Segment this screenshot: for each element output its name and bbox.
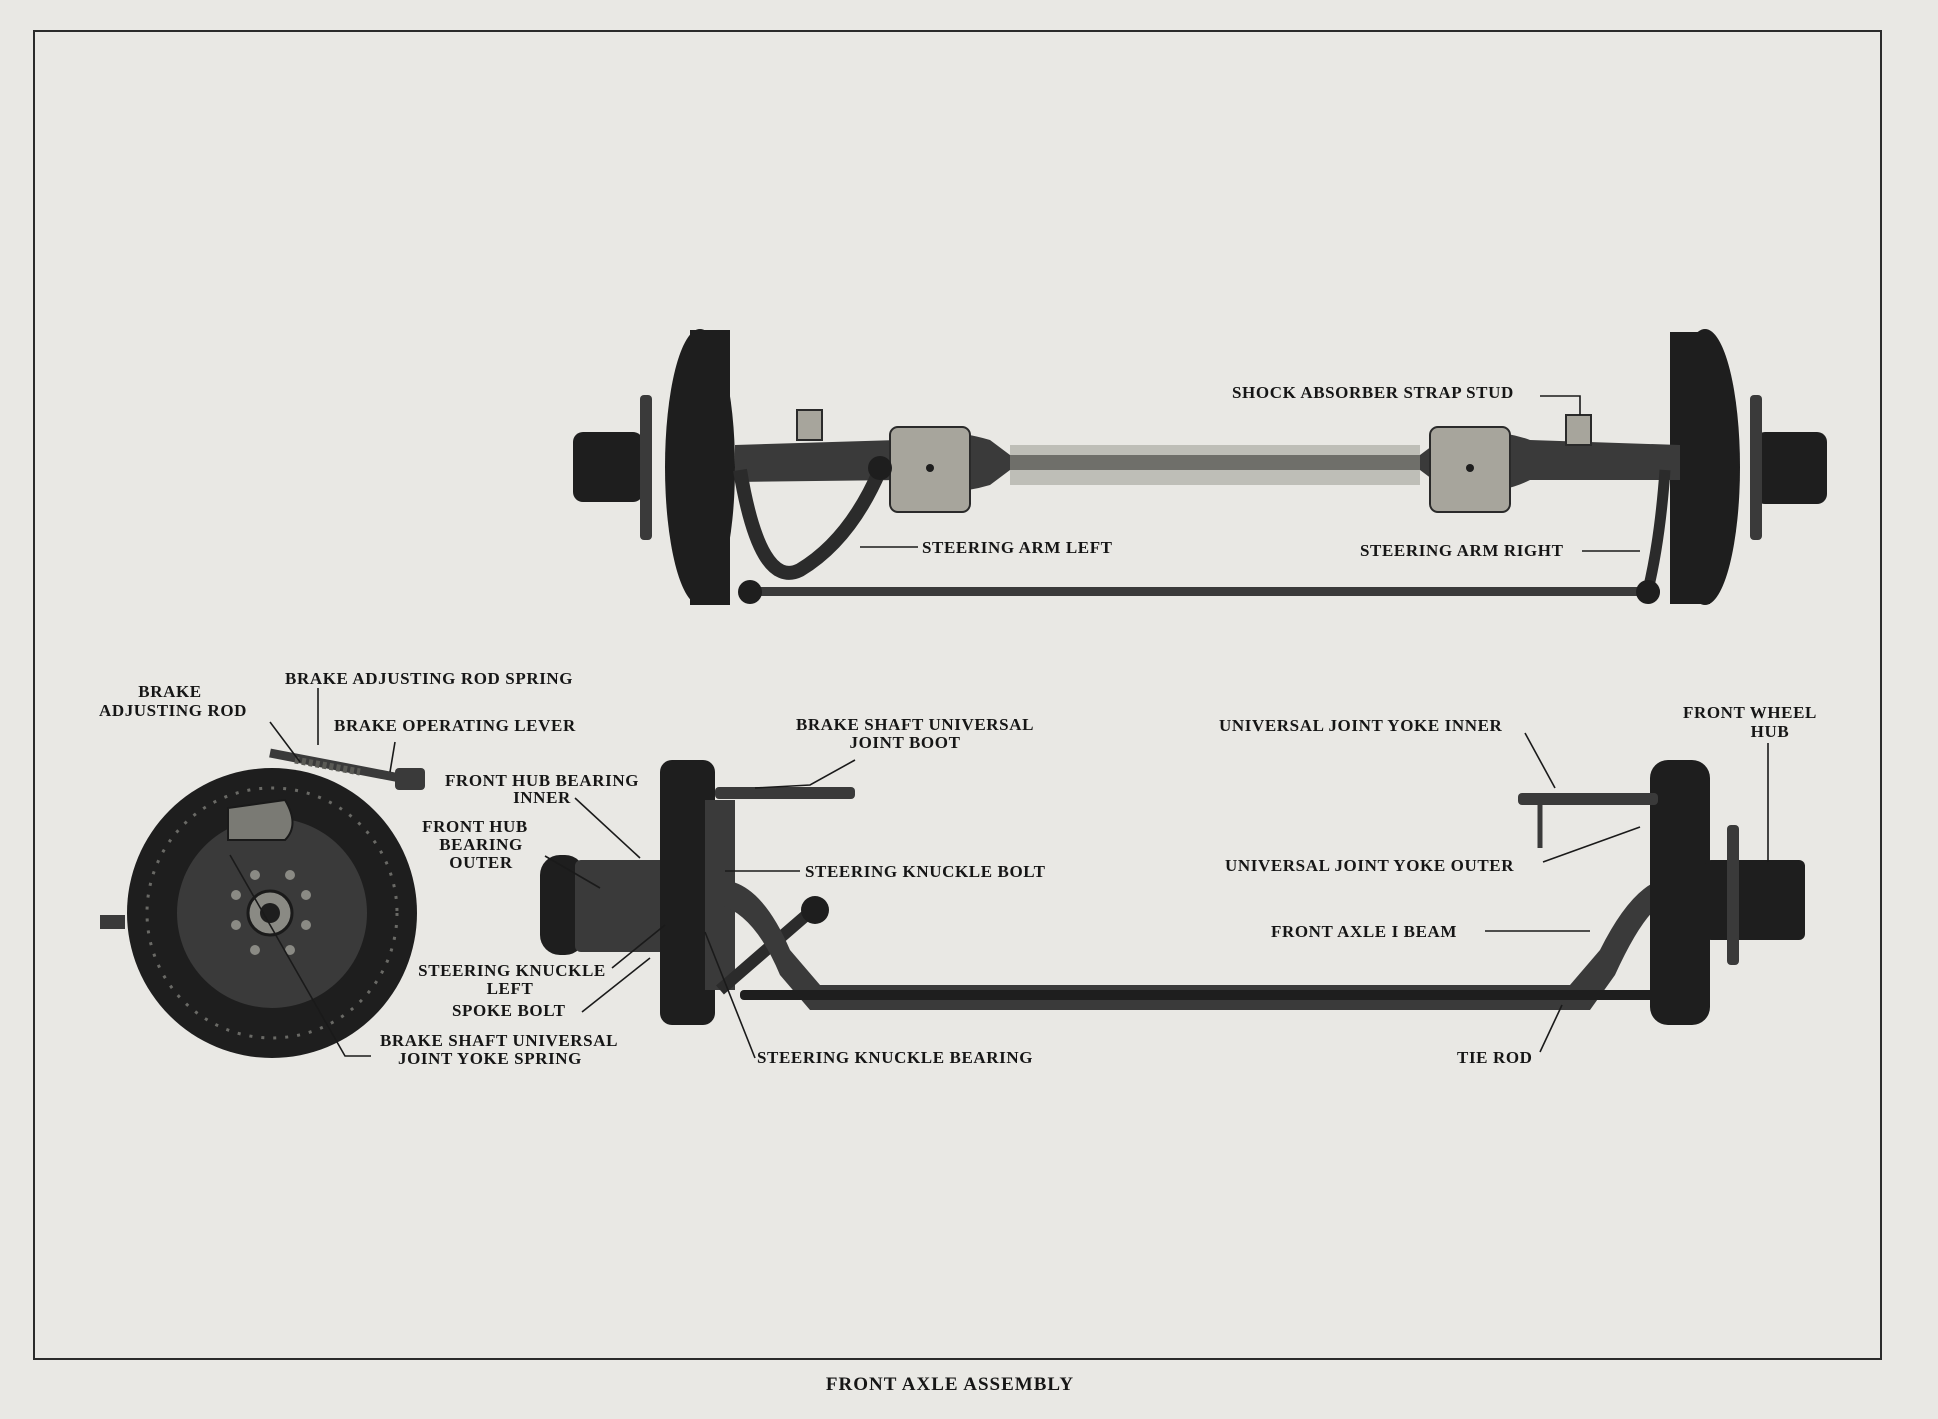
illustration-frame (33, 30, 1882, 1360)
label-front-wheel-hub-line1: FRONT WHEEL (1683, 703, 1817, 722)
label-front-hub-bearing-inner-line1: FRONT HUB BEARING (445, 771, 639, 790)
label-spoke-bolt: SPOKE BOLT (452, 1001, 566, 1020)
label-brake-adjusting-rod-line1: BRAKE (138, 682, 201, 701)
universal-joint-shaft (1518, 793, 1658, 805)
label-brake-shaft-uj-boot-line2: JOINT BOOT (849, 733, 960, 752)
label-tie-rod: TIE ROD (1457, 1048, 1533, 1067)
steering-arm-right (1642, 469, 1671, 592)
label-front-hub-bearing-outer-line1: FRONT HUB (422, 817, 528, 836)
label-steering-knuckle-left-line1: STEERING KNUCKLE (418, 961, 606, 980)
left-hub (573, 432, 643, 502)
leader-lines (229, 395, 1769, 1059)
label-brake-adjusting-rod-line2: ADJUSTING ROD (99, 701, 247, 720)
callout-labels: SHOCK ABSORBER STRAP STUD STEERING ARM L… (99, 383, 1817, 1068)
label-shock-absorber-strap-stud: SHOCK ABSORBER STRAP STUD (1232, 383, 1514, 402)
brake-shaft (715, 787, 855, 799)
shock-absorber-strap-stud (1565, 414, 1592, 446)
label-universal-joint-yoke-outer: UNIVERSAL JOINT YOKE OUTER (1225, 856, 1514, 875)
steering-arm-left (733, 467, 887, 580)
label-steering-knuckle-bearing: STEERING KNUCKLE BEARING (757, 1048, 1033, 1067)
bottom-tie-rod (740, 990, 1655, 1000)
label-front-hub-bearing-outer-line3: OUTER (449, 853, 513, 872)
left-brake-drum-section (660, 760, 715, 1025)
right-brake-drum-section (1650, 760, 1710, 1025)
left-front-hub (575, 860, 670, 952)
label-brake-adjusting-rod-spring: BRAKE ADJUSTING ROD SPRING (285, 669, 573, 688)
top-axle-assembly (573, 329, 1827, 605)
right-front-wheel-hub (1705, 860, 1805, 940)
label-brake-operating-lever: BRAKE OPERATING LEVER (334, 716, 576, 735)
label-brake-shaft-ujy-spring-line1: BRAKE SHAFT UNIVERSAL (380, 1031, 618, 1050)
bottom-axle-assembly (540, 760, 1805, 1025)
brake-backing-plate (100, 748, 425, 1058)
brake-adjusting-rod-part (269, 748, 401, 783)
label-front-wheel-hub-line2: HUB (1751, 722, 1790, 741)
figure-caption: FRONT AXLE ASSEMBLY (826, 1374, 1074, 1395)
label-front-hub-bearing-inner-line2: INNER (513, 788, 571, 807)
top-tie-rod (740, 587, 1660, 596)
label-steering-knuckle-bolt: STEERING KNUCKLE BOLT (805, 862, 1046, 881)
label-front-axle-i-beam: FRONT AXLE I BEAM (1271, 922, 1457, 941)
right-hub (1755, 432, 1827, 504)
label-brake-shaft-uj-boot-line1: BRAKE SHAFT UNIVERSAL (796, 715, 1034, 734)
steering-knuckle-arm (716, 907, 814, 995)
label-steering-knuckle-left-line2: LEFT (487, 979, 534, 998)
brake-cam (227, 798, 294, 841)
label-steering-arm-left: STEERING ARM LEFT (922, 538, 1113, 557)
label-steering-arm-right: STEERING ARM RIGHT (1360, 541, 1564, 560)
label-universal-joint-yoke-inner: UNIVERSAL JOINT YOKE INNER (1219, 716, 1503, 735)
label-brake-shaft-ujy-spring-line2: JOINT YOKE SPRING (398, 1049, 582, 1068)
label-front-hub-bearing-outer-line2: BEARING (439, 835, 523, 854)
